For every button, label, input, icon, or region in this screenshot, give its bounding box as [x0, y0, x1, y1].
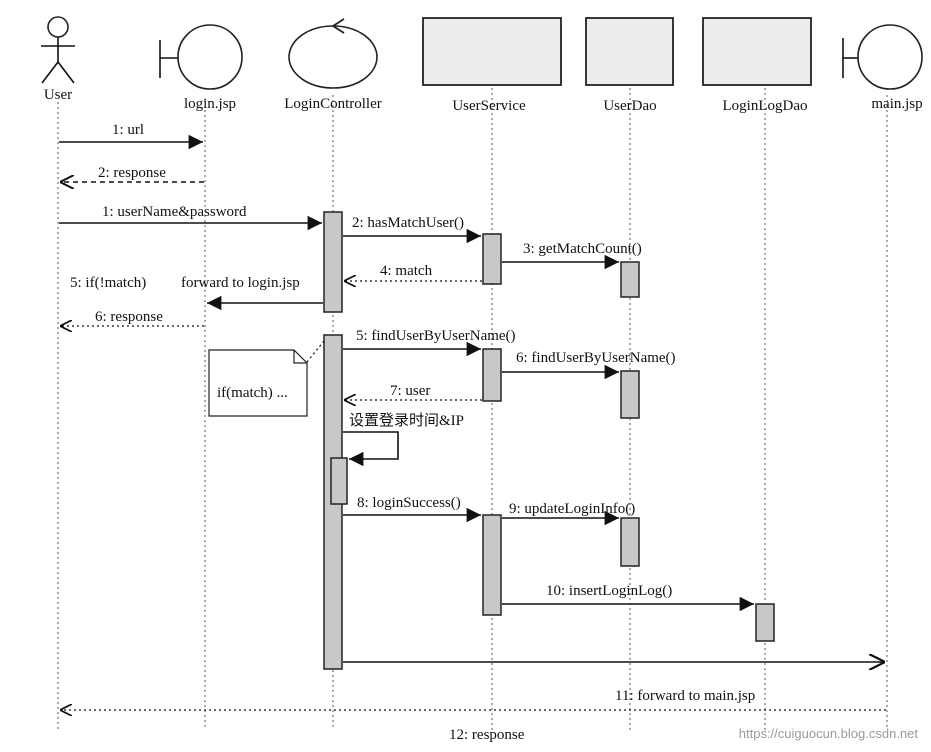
- message-arrow-self-call: [343, 431, 399, 467]
- participant-login-log-dao-box: [702, 17, 812, 86]
- participant-user-dao-box: [585, 17, 674, 86]
- message-user-label: 7: user: [390, 383, 430, 399]
- control-login-controller-icon: [288, 18, 378, 89]
- participant-login-jsp-label: login.jsp: [184, 96, 236, 112]
- message-url-label: 1: url: [112, 122, 144, 138]
- message-response-1-label: 2: response: [98, 165, 166, 181]
- participant-login-controller-label: LoginController: [284, 96, 382, 112]
- activation-log-dao: [755, 603, 775, 642]
- message-update-login-info-label: 9: updateLoginInfo(): [509, 501, 635, 517]
- participant-user-dao-label: UserDao: [603, 98, 656, 114]
- activation-controller-nested: [330, 457, 348, 505]
- message-if-not-match-label: 5: if(!match): [70, 275, 146, 291]
- activation-service-2: [482, 348, 502, 402]
- participant-user-service-label: UserService: [452, 98, 526, 114]
- message-response-3-label: 12: response: [449, 727, 525, 743]
- activation-service-3: [482, 514, 502, 616]
- activation-controller-1: [323, 211, 343, 313]
- participant-user-label: User: [44, 87, 72, 103]
- actor-user-icon: [41, 16, 75, 84]
- activation-dao-2: [620, 370, 640, 419]
- message-find-user-1-label: 5: findUserByUserName(): [356, 328, 516, 344]
- message-find-user-2-label: 6: findUserByUserName(): [516, 350, 676, 366]
- message-get-match-count-label: 3: getMatchCount(): [523, 241, 642, 257]
- message-forward-main-label: 11: forward to main.jsp: [615, 688, 755, 704]
- participant-main-jsp-label: main.jsp: [871, 96, 922, 112]
- activation-dao-3: [620, 517, 640, 567]
- message-insert-login-log-label: 10: insertLoginLog(): [546, 583, 672, 599]
- boundary-login-jsp-icon: [159, 24, 243, 90]
- message-self-call-label: 设置登录时间&IP: [349, 412, 464, 429]
- participant-user-service-box: [422, 17, 562, 86]
- message-login-success-label: 8: loginSuccess(): [357, 495, 461, 511]
- note-if-match: [208, 340, 325, 417]
- message-has-match-user-label: 2: hasMatchUser(): [352, 215, 464, 231]
- activation-service-1: [482, 233, 502, 285]
- note-if-match-label: if(match) ...: [217, 385, 288, 401]
- message-forward-login-label: forward to login.jsp: [181, 275, 300, 291]
- message-response-2-label: 6: response: [95, 309, 163, 325]
- participant-login-log-dao-label: LoginLogDao: [723, 98, 808, 114]
- watermark-text: https://cuiguocun.blog.csdn.net: [739, 726, 919, 741]
- message-match-label: 4: match: [380, 263, 433, 279]
- message-credentials-label: 1: userName&password: [102, 204, 247, 220]
- activation-dao-1: [620, 261, 640, 298]
- boundary-main-jsp-icon: [842, 24, 923, 90]
